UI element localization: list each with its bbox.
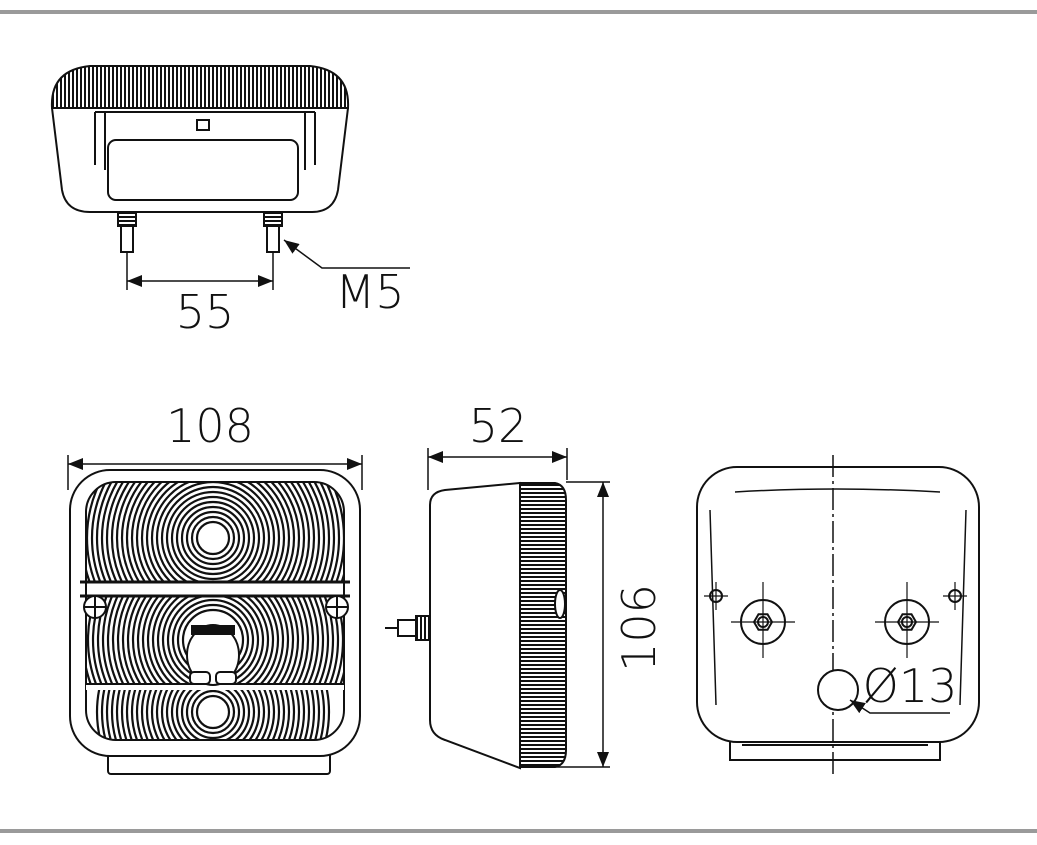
lens-ring: [185, 510, 241, 566]
dim-hole-diameter: Ø13: [863, 659, 958, 713]
lens-ring: [125, 482, 301, 582]
lens-ring: [131, 596, 295, 684]
lens-ring: [175, 500, 251, 576]
rear-view: [696, 455, 980, 778]
dim-width: 108: [166, 399, 254, 453]
lens-ring: [145, 482, 281, 582]
lens-ring: [120, 690, 306, 740]
lens-ring: [146, 596, 280, 684]
side-view: [385, 448, 610, 770]
lens-ring: [140, 690, 286, 740]
lens-ring: [106, 596, 320, 684]
lens-ring: [165, 690, 261, 740]
lens-ring: [90, 482, 336, 582]
lens-ring: [190, 515, 236, 561]
lens-ring: [190, 690, 236, 735]
lens-ring: [155, 482, 271, 582]
mounting-nut: [875, 582, 939, 658]
lens-ring: [145, 690, 281, 740]
lens-ring: [136, 596, 290, 684]
lens-ring: [111, 596, 315, 684]
lens-ring: [166, 596, 260, 684]
lens-ring: [120, 482, 306, 582]
lens-ring: [180, 690, 246, 740]
front-view: [67, 455, 363, 775]
lens-ring: [156, 596, 270, 684]
screw-hole: [943, 582, 967, 610]
lens-ring: [140, 482, 286, 582]
lens-ring: [160, 485, 266, 582]
dim-stud-spacing: 55: [176, 285, 235, 339]
lens-ring: [195, 694, 231, 730]
dim-depth: 52: [469, 399, 528, 453]
lens-ring: [110, 690, 316, 740]
lens-ring: [195, 520, 231, 556]
lens-ring-group: [86, 482, 344, 582]
lens-ring: [125, 690, 301, 740]
lens-ring: [141, 596, 285, 684]
lens-ring: [101, 596, 325, 684]
lens-ring: [86, 596, 340, 684]
lens-ring: [126, 596, 300, 684]
lens-ring: [161, 596, 265, 684]
lens-ring: [170, 690, 256, 740]
lens-ring: [110, 482, 316, 582]
screw-hole: [704, 582, 728, 610]
mounting-nut: [731, 582, 795, 658]
dim-thread: M5: [336, 265, 405, 319]
lens-ring: [115, 482, 311, 582]
lens-ring: [95, 482, 331, 582]
lens-ring: [130, 482, 296, 582]
top-view: [50, 65, 410, 290]
lens-ring: [121, 596, 305, 684]
lens-ring: [165, 490, 261, 582]
lens-ring-group: [95, 690, 331, 740]
lens-ring: [155, 690, 271, 740]
lens-ring: [185, 690, 241, 740]
lens-ring: [135, 690, 291, 740]
lens-ring: [151, 596, 275, 684]
lens-ring: [130, 690, 296, 740]
lens-ring: [175, 690, 251, 740]
lens-ring: [95, 690, 331, 740]
lens-ring: [105, 482, 321, 582]
lens-ring: [180, 505, 246, 571]
lens-ring: [115, 690, 311, 740]
lens-ring: [116, 596, 310, 684]
lens-ring: [100, 690, 326, 740]
lens-ring: [160, 690, 266, 740]
lens-ring: [96, 596, 330, 684]
lens-ring: [150, 690, 276, 740]
lens-ring: [105, 690, 321, 740]
dim-height: 106: [612, 584, 666, 672]
lens-ring: [150, 482, 276, 582]
lens-ring: [91, 596, 335, 684]
lens-ring: [170, 495, 256, 581]
lens-ring: [100, 482, 326, 582]
lens-ring: [135, 482, 291, 582]
